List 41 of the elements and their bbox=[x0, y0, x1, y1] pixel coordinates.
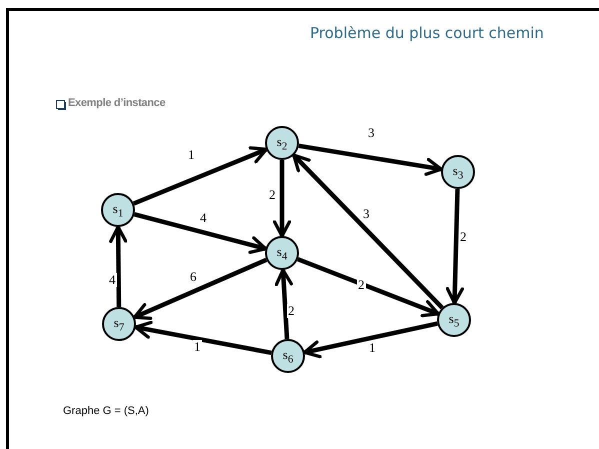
edge-label: 2 bbox=[268, 188, 276, 202]
graph-vertex bbox=[265, 236, 299, 270]
edge-label: 3 bbox=[362, 207, 370, 221]
vertex-label: s$_{7}$ bbox=[114, 314, 124, 334]
arrow bbox=[134, 320, 272, 356]
arrow bbox=[296, 257, 440, 318]
slide-title: Problème du plus court chemin bbox=[310, 24, 544, 42]
edge-label: 6 bbox=[189, 270, 198, 284]
arrow bbox=[274, 268, 293, 340]
arrow bbox=[298, 144, 443, 176]
vertex-label: s$_{3}$ bbox=[452, 162, 464, 182]
edge-label: 2 bbox=[287, 304, 296, 318]
edge-label: 1 bbox=[368, 341, 376, 355]
arrow bbox=[302, 321, 438, 358]
graph-vertex bbox=[102, 307, 136, 341]
edge-label: 1 bbox=[187, 148, 196, 162]
arrow bbox=[272, 160, 292, 238]
vertex-label: s$_{2}$ bbox=[276, 134, 288, 152]
edge-label: 4 bbox=[199, 211, 208, 225]
vertex-label: s$_{1}$ bbox=[112, 200, 124, 220]
graph-vertex bbox=[437, 303, 471, 337]
vertex-label: s$_{6}$ bbox=[282, 346, 294, 366]
vertex-label: s$_{4}$ bbox=[276, 244, 288, 262]
arrow bbox=[109, 225, 128, 308]
vertex-label: s$_{5}$ bbox=[448, 310, 460, 330]
graph-vertex bbox=[271, 339, 305, 373]
arrow bbox=[132, 146, 268, 206]
arrow bbox=[292, 154, 444, 310]
arrow bbox=[132, 258, 268, 320]
edge-label: 1 bbox=[193, 340, 202, 354]
edge-label: 3 bbox=[367, 126, 376, 140]
graph-vertex bbox=[265, 126, 299, 160]
edge-label: 4 bbox=[108, 273, 116, 287]
edge-label: 2 bbox=[459, 230, 468, 244]
section-heading: Exemple d’instance bbox=[68, 97, 166, 109]
caption-text: Graphe G = (S,A) bbox=[63, 405, 149, 417]
arrow bbox=[134, 212, 268, 254]
edge-label: 2 bbox=[357, 278, 366, 292]
graph-vertex bbox=[101, 193, 135, 227]
graph-vertex bbox=[441, 155, 475, 189]
arrow bbox=[446, 188, 464, 305]
